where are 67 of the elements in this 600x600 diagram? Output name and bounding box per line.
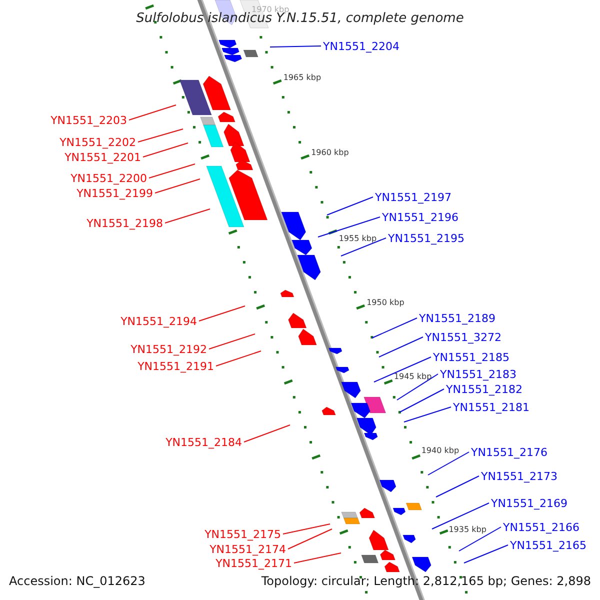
leader-line — [294, 552, 342, 564]
gene-label: YN1551_2195 — [388, 232, 464, 244]
leader-line — [464, 544, 508, 564]
tick-label: 1945 kbp — [394, 372, 432, 382]
gene-label: YN1551_2184 — [166, 436, 242, 448]
leader-line — [396, 374, 438, 400]
gene-label: YN1551_2196 — [382, 210, 458, 224]
leader-line — [378, 336, 424, 358]
gene-label: YN1551_2201 — [64, 150, 141, 164]
gene-label: YN1551_2165 — [510, 538, 586, 552]
leader-line — [340, 238, 386, 256]
leader-line — [288, 528, 332, 550]
leader-line — [428, 452, 470, 476]
gene-label: YN1551_2171 — [216, 556, 292, 570]
gene-label: YN1551_2204 — [323, 40, 400, 52]
gene-label: YN1551_2174 — [210, 542, 286, 556]
gene-label: YN1551_2182 — [446, 382, 522, 396]
gene-label: YN1551_2185 — [433, 350, 510, 364]
gene-label: YN1551_2202 — [60, 136, 136, 148]
leader-line — [404, 406, 452, 422]
tick-label: 1960 kbp — [311, 148, 349, 158]
leader-line — [318, 216, 380, 238]
gene-label: YN1551_2198 — [86, 216, 163, 230]
leader-line — [128, 104, 176, 120]
tick-label: 1940 kbp — [421, 446, 460, 456]
leader-line — [148, 164, 196, 178]
gene-label: YN1551_2175 — [204, 528, 281, 540]
leader-line — [154, 178, 200, 194]
gene-label: YN1551_2197 — [375, 190, 452, 204]
leader-line — [372, 318, 418, 338]
gene-label: YN1551_2199 — [76, 186, 153, 200]
leader-line — [436, 476, 480, 498]
leader-line — [374, 356, 432, 382]
tick-label: 1970 kbp — [252, 5, 290, 14]
leader-line — [164, 208, 210, 224]
tick-label: 1965 kbp — [283, 73, 322, 83]
leader-line — [208, 334, 256, 350]
gene-label: YN1551_2191 — [138, 360, 214, 372]
gene-label: YN1551_2169 — [491, 496, 568, 510]
leader-line — [216, 350, 262, 366]
tick-label: 1955 kbp — [338, 234, 377, 244]
genome-summary-text: Topology: circular; Length: 2,812,165 bp; Genes: 2,898 — [261, 575, 591, 588]
leader-line — [432, 502, 490, 530]
tick-label: 1935 kbp — [448, 525, 486, 535]
accession-text: Accession: NC_012623 — [9, 575, 146, 588]
gene-label: YN1551_2183 — [440, 368, 516, 380]
gene-label: YN1551_2181 — [453, 400, 530, 414]
gene-label: YN1551_2200 — [70, 172, 147, 184]
leader-line — [198, 306, 246, 322]
gene-label: YN1551_2173 — [481, 470, 558, 482]
gene-label: YN1551_2194 — [120, 314, 197, 328]
tick-label: 1950 kbp — [366, 298, 404, 308]
diagram-title: Sulfolobus islandicus Y.N.15.51, complete genome — [135, 12, 465, 25]
gene-label: YN1551_2203 — [50, 114, 127, 126]
gene-label: YN1551_2192 — [130, 342, 207, 356]
gene-label: YN1551_2189 — [419, 312, 496, 324]
leader-line — [400, 388, 444, 412]
leader-line — [142, 142, 188, 158]
leader-line — [138, 128, 184, 142]
leader-line — [282, 524, 330, 534]
gene-label: YN1551_3272 — [425, 330, 502, 344]
gene-label: YN1551_2166 — [503, 520, 580, 534]
leader-line — [270, 46, 322, 48]
gene-label: YN1551_2176 — [471, 446, 548, 458]
leader-line — [458, 526, 502, 552]
leader-line — [244, 424, 290, 442]
leader-line — [326, 196, 374, 216]
